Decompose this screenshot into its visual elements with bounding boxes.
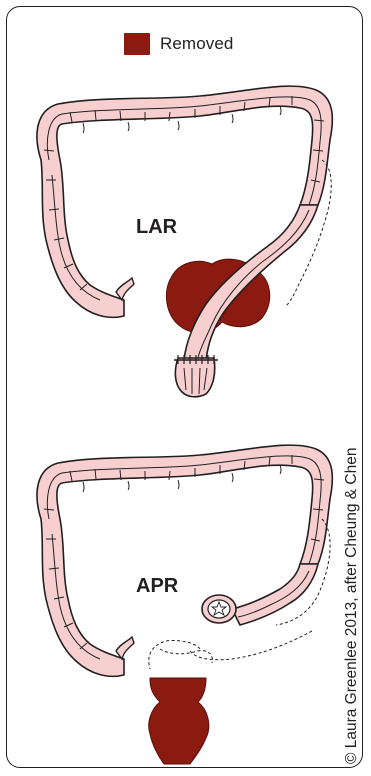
removed-tissue-apr [149,678,209,764]
copyright-credit: © Laura Greenlee 2013, after Cheung & Ch… [343,448,361,764]
diagram-label-apr: APR [136,575,178,598]
lar-diagram [37,86,332,397]
diagram-label-lar: LAR [136,216,177,239]
apr-diagram [37,445,332,676]
